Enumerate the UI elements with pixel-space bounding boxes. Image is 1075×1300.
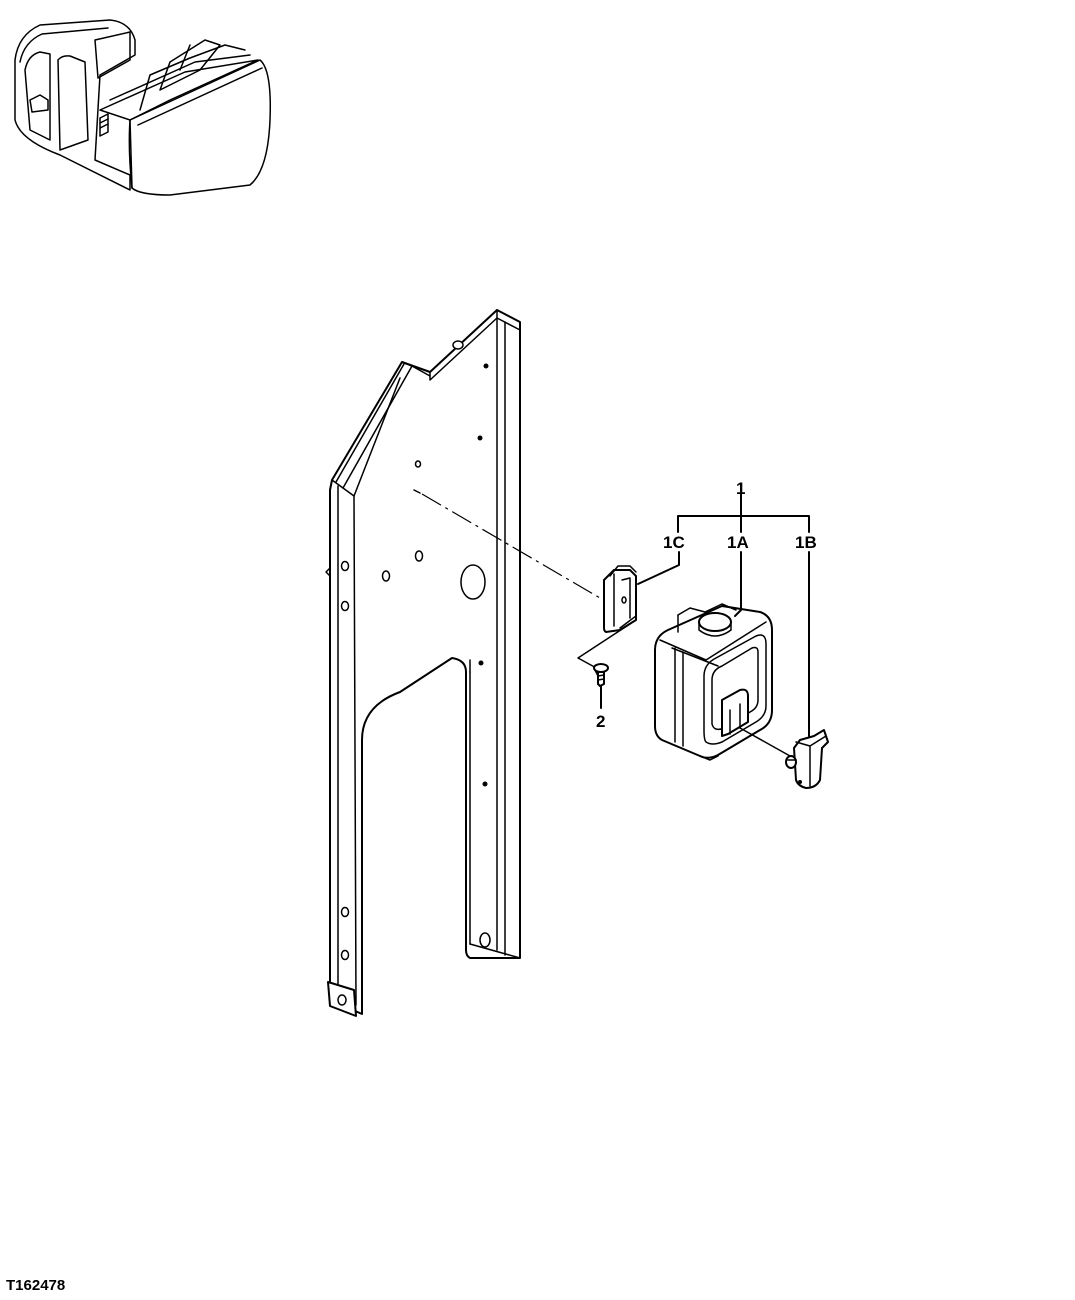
frame-plate [325,309,521,1017]
callout-1a: 1A [727,533,749,552]
washer-tank [654,603,773,761]
callout-1: 1 [736,479,745,498]
pump-hose [739,727,791,757]
locator-cab-thumbnail [14,19,272,196]
callout-tree [600,493,810,737]
figure-id: T162478 [6,1277,65,1294]
callout-2: 2 [596,712,605,731]
callout-1b: 1B [795,533,817,552]
washer-pump [785,729,829,789]
callout-1c: 1C [663,533,685,552]
bracket [603,565,637,633]
screw-leader [577,619,637,671]
screw [593,663,609,687]
